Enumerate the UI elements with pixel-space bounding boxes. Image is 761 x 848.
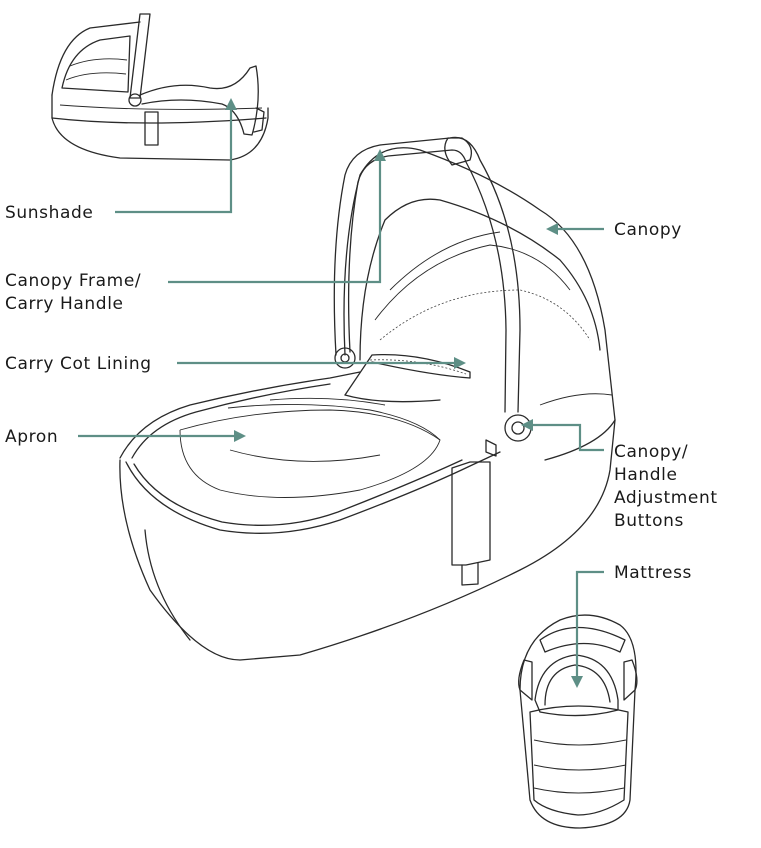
mattress-illustration (518, 614, 638, 829)
apron-label: Apron (5, 427, 59, 447)
adjustment-buttons-label-line2: Handle (614, 465, 678, 485)
adjustment-buttons-label-line1: Canopy/ (614, 442, 689, 462)
canopy-frame-label-line2: Carry Handle (5, 294, 124, 314)
mattress-label: Mattress (614, 563, 693, 583)
lining-label: Carry Cot Lining (5, 354, 152, 374)
sunshade-illustration (51, 13, 269, 161)
main-carry-cot (119, 136, 616, 661)
canopy-frame-label-line1: Canopy Frame/ (5, 271, 142, 291)
leader-lines (78, 98, 604, 688)
canopy-label: Canopy (614, 220, 682, 240)
adjustment-buttons-label-line3: Adjustment (614, 488, 718, 508)
sunshade-label: Sunshade (5, 203, 94, 223)
adjustment-buttons-label-line4: Buttons (614, 511, 685, 531)
